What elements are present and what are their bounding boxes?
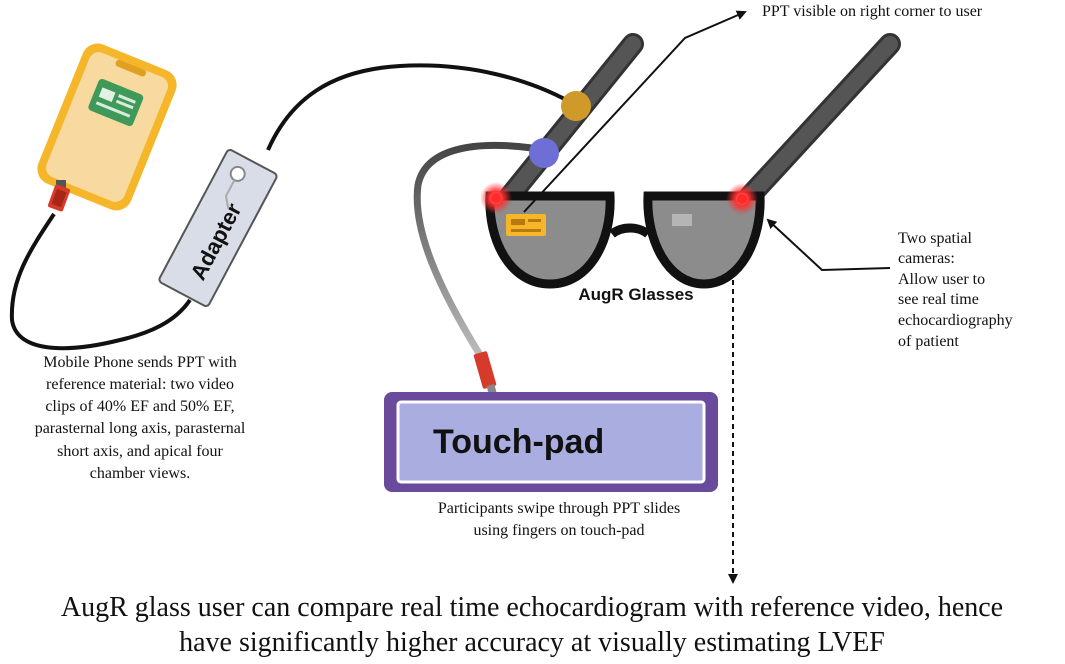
adapter-icon: Adapter [158, 149, 278, 307]
ppt-slide-icon [506, 214, 546, 236]
left-camera-icon [480, 182, 512, 214]
ppt-visible-label: PPT visible on right corner to user [762, 3, 983, 20]
phone-connector-icon [47, 184, 71, 212]
blue-knob-icon [529, 138, 559, 168]
svg-text:chamber views.: chamber views. [90, 465, 190, 482]
touchpad-wire [413, 141, 536, 359]
ppt-visible-arrow [523, 10, 747, 213]
svg-text:Participants swipe through PPT: Participants swipe through PPT slides [438, 500, 680, 517]
svg-text:parasternal long axis, paraste: parasternal long axis, parasternal [35, 420, 246, 437]
svg-text:have significantly higher accu: have significantly higher accuracy at vi… [179, 627, 885, 658]
phone-note: Mobile Phone sends PPT with reference ma… [35, 354, 246, 482]
touchpad-label: Touch-pad [433, 423, 604, 461]
svg-text:cameras:: cameras: [898, 250, 955, 267]
touchpad-icon: Touch-pad [384, 392, 718, 492]
adapter-glasses-cable [266, 63, 571, 151]
augr-glasses-label: AugR Glasses [578, 285, 693, 304]
card-icon [88, 78, 144, 127]
svg-text:see real time: see real time [898, 291, 979, 308]
right-camera-icon [726, 183, 758, 215]
svg-text:Allow user to: Allow user to [898, 271, 985, 288]
svg-text:short axis, and apical four: short axis, and apical four [57, 443, 223, 460]
svg-text:AugR glass user can compare re: AugR glass user can compare real time ec… [61, 592, 1003, 623]
cameras-note: Two spatial cameras: Allow user to see r… [898, 230, 1013, 350]
phone-adapter-cable [9, 212, 192, 351]
cameras-arrow [766, 218, 891, 272]
svg-text:using fingers on touch-pad: using fingers on touch-pad [473, 522, 644, 539]
svg-text:echocardiography: echocardiography [898, 312, 1013, 329]
svg-text:Mobile Phone sends PPT with: Mobile Phone sends PPT with [43, 354, 237, 371]
touchpad-connector-icon [473, 351, 497, 394]
mobile-phone-icon [37, 43, 177, 211]
lens-display-icon [672, 214, 692, 226]
touchpad-note: Participants swipe through PPT slides us… [438, 500, 680, 539]
conclusion-text: AugR glass user can compare real time ec… [61, 592, 1003, 658]
svg-text:reference material: two video: reference material: two video [46, 376, 234, 393]
svg-text:of patient: of patient [898, 333, 959, 350]
svg-text:Two spatial: Two spatial [898, 230, 973, 247]
svg-text:clips of 40% EF and 50% EF,: clips of 40% EF and 50% EF, [45, 398, 234, 415]
gold-knob-icon [561, 91, 591, 121]
augr-glasses-icon [480, 33, 901, 289]
